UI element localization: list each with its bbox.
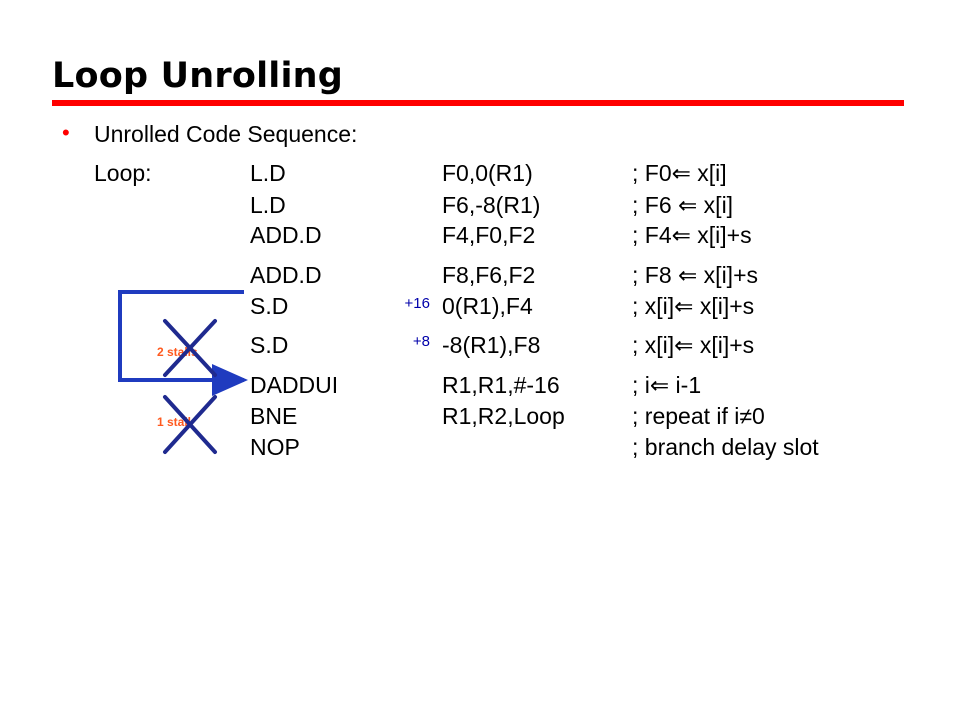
page-title: Loop Unrolling	[52, 56, 344, 96]
code-comment: ; x[i]⇐ x[i]+s	[632, 293, 755, 319]
code-args: F8,F6,F2	[442, 262, 536, 288]
code-op: ADD.D	[250, 262, 322, 288]
cross-out-stall-1	[163, 395, 217, 454]
cross-out-stalls-2	[163, 319, 217, 377]
code-label-loop: Loop:	[94, 160, 152, 186]
code-op: ADD.D	[250, 222, 322, 248]
offset-label-16: +16	[404, 295, 430, 312]
code-comment: ; F8 ⇐ x[i]+s	[632, 262, 758, 288]
code-op: NOP	[250, 434, 300, 460]
code-comment: ; F6 ⇐ x[i]	[632, 192, 734, 218]
code-op: BNE	[250, 403, 298, 429]
bullet-dot: •	[62, 120, 70, 145]
code-args: -8(R1),F8	[442, 332, 541, 358]
code-op: S.D	[250, 293, 289, 319]
code-comment: ; branch delay slot	[632, 434, 819, 460]
code-args: R1,R2,Loop	[442, 403, 565, 429]
code-args: R1,R1,#-16	[442, 372, 560, 398]
code-comment: ; i⇐ i-1	[632, 372, 702, 398]
code-op: DADDUI	[250, 372, 339, 398]
code-comment: ; F0⇐ x[i]	[632, 160, 727, 186]
bullet-text: Unrolled Code Sequence:	[94, 121, 358, 147]
code-op: S.D	[250, 332, 289, 358]
code-args: F0,0(R1)	[442, 160, 533, 186]
code-op: L.D	[250, 192, 286, 218]
offset-label-8: +8	[412, 333, 430, 350]
code-args: F6,-8(R1)	[442, 192, 541, 218]
title-underline	[52, 100, 904, 106]
code-args: F4,F0,F2	[442, 222, 536, 248]
dependency-loop-arrow	[118, 290, 248, 396]
code-op: L.D	[250, 160, 286, 186]
code-comment: ; x[i]⇐ x[i]+s	[632, 332, 755, 358]
code-comment: ; repeat if i≠0	[632, 403, 765, 429]
code-args: 0(R1),F4	[442, 293, 533, 319]
code-comment: ; F4⇐ x[i]+s	[632, 222, 752, 248]
